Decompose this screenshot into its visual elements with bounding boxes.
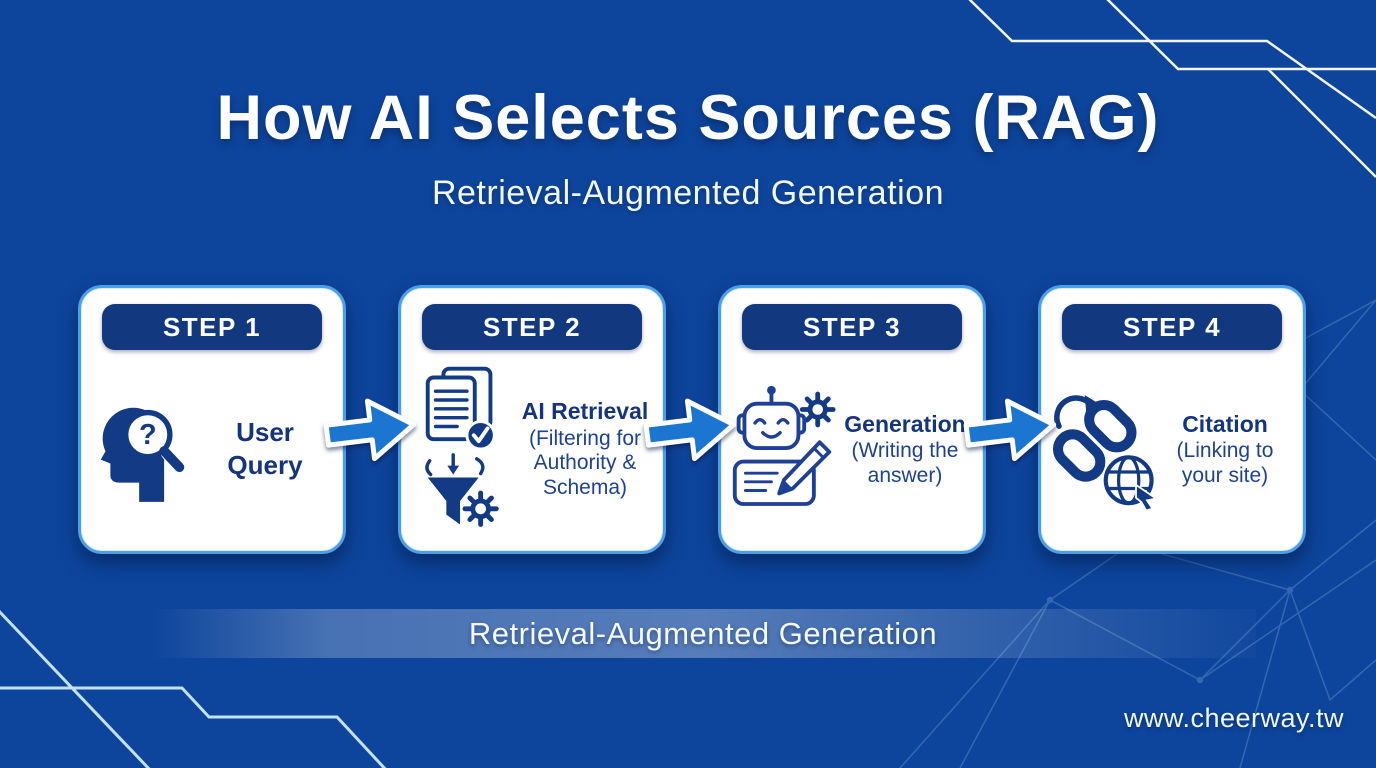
step-1-badge: STEP 1 — [102, 304, 322, 350]
page-title: How AI Selects Sources (RAG) — [216, 83, 1160, 153]
flow-arrow-1 — [323, 398, 417, 462]
step-2-badge: STEP 2 — [422, 304, 642, 350]
chain-link-globe-cursor-icon — [1047, 386, 1159, 514]
page-subtitle: Retrieval-Augmented Generation — [431, 174, 945, 212]
gear-icon — [462, 490, 499, 527]
step-3-title: Generation — [844, 410, 966, 437]
documents-check-funnel-gear-icon — [407, 364, 519, 536]
robot-writing-gear-icon — [727, 382, 839, 518]
flow-arrow-2 — [643, 398, 737, 462]
step-2-content: AI Retrieval (Filtering for Authority & … — [407, 356, 655, 543]
step-2-subtitle: (Filtering for Authority & Schema) — [528, 426, 642, 500]
step-3-badge: STEP 3 — [742, 304, 962, 350]
step-3-content: Generation (Writing the answer) — [727, 356, 975, 543]
step-4-title: Citation — [1182, 410, 1268, 437]
step-1-title: User Query — [227, 417, 303, 480]
website-url: www.cheerway.tw — [1123, 703, 1344, 733]
head-magnifier-question-icon: ? — [87, 394, 199, 506]
svg-text:?: ? — [139, 419, 157, 451]
step-card-4: STEP 4 — [1038, 285, 1306, 554]
flow-arrow-3 — [963, 398, 1057, 462]
step-4-badge: STEP 4 — [1062, 304, 1282, 350]
cursor-icon — [1135, 482, 1158, 512]
step-card-2: STEP 2 — [398, 285, 666, 554]
step-4-subtitle: (Linking to your site) — [1176, 438, 1274, 487]
bottom-banner: Retrieval-Augmented Generation — [150, 609, 1256, 658]
step-card-1: STEP 1 ? User Query — [78, 285, 346, 554]
step-card-3: STEP 3 — [718, 285, 986, 554]
gear-icon — [799, 391, 836, 427]
step-1-content: ? User Query — [87, 356, 335, 543]
banner-label: Retrieval-Augmented Generation — [468, 615, 938, 651]
step-2-title: AI Retrieval — [521, 398, 649, 425]
step-3-subtitle: (Writing the answer) — [851, 438, 959, 487]
step-4-content: Citation (Linking to your site) — [1047, 356, 1295, 543]
